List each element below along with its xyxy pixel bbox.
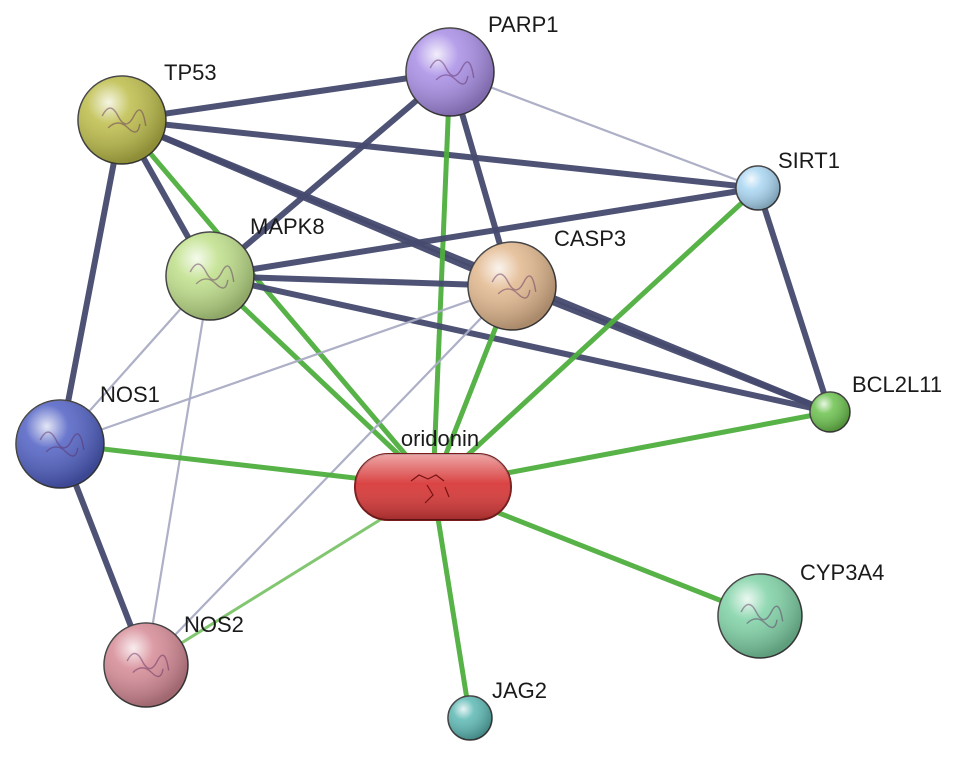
edge-mapk8-casp3 bbox=[207, 273, 515, 289]
protein-structure-icon bbox=[740, 603, 784, 629]
edge-tp53-nos1 bbox=[57, 117, 125, 447]
protein-structure-icon bbox=[101, 107, 147, 133]
node-shine bbox=[16, 400, 104, 488]
node-label-oridonin: oridonin bbox=[401, 426, 479, 451]
edge-casp3-nos1 bbox=[58, 284, 514, 446]
edge-mapk8-nos2 bbox=[144, 274, 212, 667]
edge-mapk8-oridonin bbox=[207, 273, 436, 490]
node-shine bbox=[355, 454, 511, 520]
molecule-icon bbox=[410, 474, 450, 504]
node-sirt1[interactable]: SIRT1 bbox=[735, 148, 840, 211]
protein-structure-icon bbox=[39, 431, 85, 457]
edge-tp53-sirt1 bbox=[119, 117, 761, 191]
node-label-casp3: CASP3 bbox=[554, 226, 626, 251]
node-label-jag2: JAG2 bbox=[492, 678, 547, 703]
edge-parp1-sirt1 bbox=[448, 70, 760, 190]
edge-mapk8-bcl2l11 bbox=[207, 273, 833, 415]
node-label-tp53: TP53 bbox=[164, 60, 217, 85]
edge-tp53-parp1 bbox=[119, 69, 453, 123]
node-cyp3a4[interactable]: CYP3A4 bbox=[717, 560, 884, 659]
node-shine bbox=[718, 574, 802, 658]
node-shine bbox=[736, 166, 780, 210]
edge-parp1-oridonin bbox=[430, 69, 453, 490]
node-mapk8[interactable]: MAPK8 bbox=[165, 214, 325, 321]
edge-tp53-oridonin bbox=[119, 117, 436, 490]
node-tp53[interactable]: TP53 bbox=[77, 60, 217, 165]
node-oridonin[interactable]: oridonin bbox=[354, 426, 512, 521]
node-shine bbox=[78, 76, 166, 164]
edge-sirt1-oridonin bbox=[430, 185, 761, 490]
edge-mapk8-sirt1 bbox=[207, 185, 761, 279]
node-shine bbox=[104, 623, 188, 707]
edge-parp1-mapk8 bbox=[207, 69, 453, 279]
node-casp3[interactable]: CASP3 bbox=[467, 226, 626, 331]
node-shine bbox=[468, 242, 556, 330]
node-shine bbox=[810, 392, 850, 432]
node-label-sirt1: SIRT1 bbox=[778, 148, 840, 173]
node-nos1[interactable]: NOS1 bbox=[15, 382, 160, 489]
protein-structure-icon bbox=[126, 652, 170, 678]
node-shine bbox=[166, 232, 254, 320]
node-label-parp1: PARP1 bbox=[488, 12, 559, 37]
node-parp1[interactable]: PARP1 bbox=[405, 12, 559, 117]
node-label-mapk8: MAPK8 bbox=[250, 214, 325, 239]
edges-layer bbox=[57, 69, 833, 721]
node-nos2[interactable]: NOS2 bbox=[103, 612, 244, 708]
protein-structure-icon bbox=[429, 59, 475, 85]
protein-structure-icon bbox=[491, 273, 537, 299]
node-bcl2l11[interactable]: BCL2L11 bbox=[809, 372, 942, 433]
node-label-nos1: NOS1 bbox=[100, 382, 160, 407]
edge-sirt1-bcl2l11 bbox=[755, 185, 833, 415]
node-shine bbox=[448, 696, 492, 740]
node-label-nos2: NOS2 bbox=[184, 612, 244, 637]
edge-casp3-bcl2l11 bbox=[509, 283, 833, 415]
protein-structure-icon bbox=[189, 263, 235, 289]
edge-oridonin-jag2 bbox=[430, 484, 473, 721]
node-label-cyp3a4: CYP3A4 bbox=[800, 560, 884, 585]
node-label-bcl2l11: BCL2L11 bbox=[852, 372, 942, 397]
node-jag2[interactable]: JAG2 bbox=[447, 678, 547, 741]
node-shine bbox=[406, 28, 494, 116]
